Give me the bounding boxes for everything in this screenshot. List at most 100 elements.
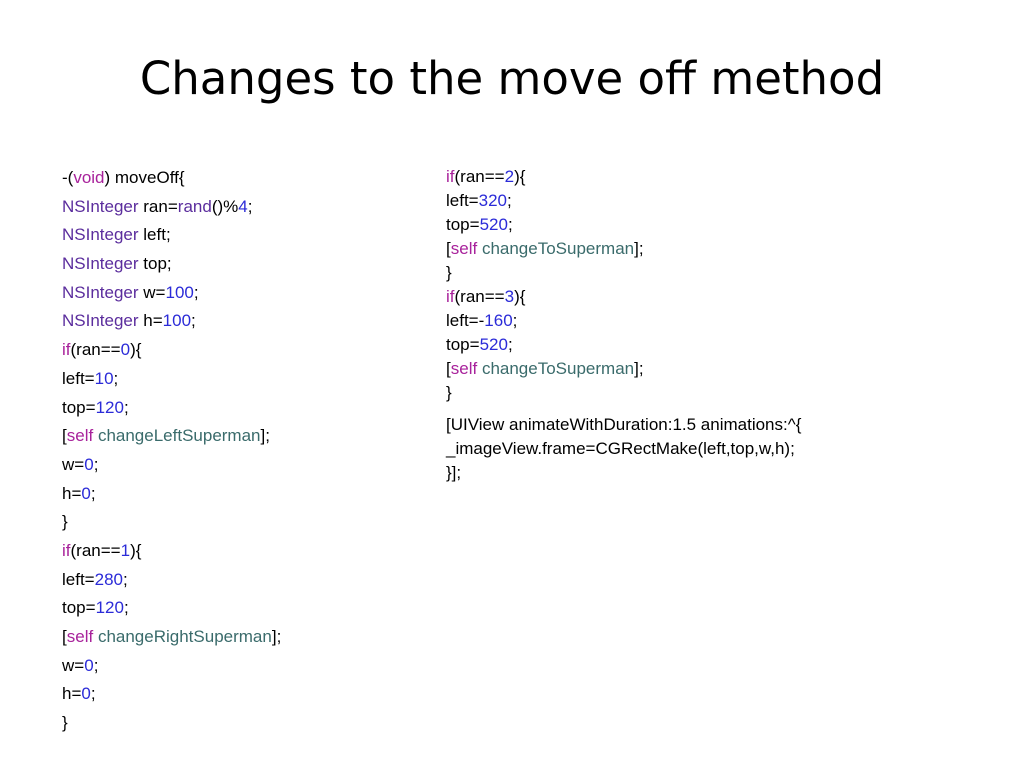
code-token: } bbox=[446, 383, 452, 402]
code-token: NSInteger bbox=[62, 282, 139, 302]
code-token: 0 bbox=[120, 340, 131, 360]
code-token: changeToSuperman bbox=[481, 239, 635, 258]
code-line: NSInteger w=100; bbox=[62, 279, 281, 308]
code-line: top=120; bbox=[62, 594, 281, 623]
code-token: 10 bbox=[94, 368, 114, 388]
code-token: (ran== bbox=[454, 287, 505, 306]
code-token: (ran== bbox=[454, 167, 505, 186]
code-token: [ bbox=[446, 239, 451, 258]
code-line: top=520; bbox=[446, 213, 801, 237]
code-line: h=0; bbox=[62, 480, 281, 509]
code-token: [ bbox=[446, 359, 451, 378]
code-token: 100 bbox=[162, 311, 192, 331]
code-token: w= bbox=[62, 655, 85, 675]
code-line: if(ran==3){ bbox=[446, 285, 801, 309]
code-line: NSInteger left; bbox=[62, 221, 281, 250]
code-token: ){ bbox=[514, 167, 526, 186]
code-token: 2 bbox=[504, 167, 515, 186]
code-line: NSInteger ran=rand()%4; bbox=[62, 193, 281, 222]
code-token: changeRightSuperman bbox=[97, 627, 272, 646]
code-line: left=10; bbox=[62, 365, 281, 394]
code-token: ; bbox=[90, 684, 96, 704]
code-token: ; bbox=[191, 311, 196, 331]
code-token: h= bbox=[62, 483, 82, 503]
code-token: left= bbox=[446, 191, 479, 210]
code-token: changeToSuperman bbox=[481, 359, 635, 378]
code-token: (ran== bbox=[70, 540, 121, 560]
code-token: ; bbox=[507, 215, 513, 234]
code-token: 280 bbox=[94, 569, 123, 589]
code-line: [self changeToSuperman]; bbox=[446, 357, 801, 381]
code-token: top= bbox=[62, 397, 96, 417]
code-token: ]; bbox=[260, 426, 270, 446]
code-token: 0 bbox=[84, 655, 94, 675]
code-token: if bbox=[446, 287, 455, 306]
code-token: ; bbox=[93, 454, 99, 474]
code-token: left=- bbox=[446, 311, 485, 330]
code-line: w=0; bbox=[62, 652, 281, 681]
code-token: self bbox=[450, 359, 478, 378]
code-token: 520 bbox=[479, 215, 508, 234]
code-token: self bbox=[66, 426, 94, 446]
code-token: ; bbox=[193, 282, 199, 302]
code-line: left=320; bbox=[446, 189, 801, 213]
code-token: w= bbox=[138, 282, 166, 302]
code-token: ()% bbox=[211, 196, 239, 216]
code-token: ; bbox=[507, 335, 513, 354]
code-token: ; bbox=[122, 569, 128, 589]
code-line: NSInteger h=100; bbox=[62, 307, 281, 336]
code-token: ; bbox=[247, 196, 253, 216]
code-token: ]; bbox=[634, 239, 644, 258]
code-token: ; bbox=[123, 397, 129, 417]
code-token: NSInteger bbox=[62, 196, 139, 216]
code-token: top; bbox=[138, 254, 172, 274]
code-token: top= bbox=[62, 598, 96, 618]
code-line: [self changeToSuperman]; bbox=[446, 237, 801, 261]
code-token: } bbox=[62, 512, 68, 532]
code-token: [ bbox=[62, 426, 67, 446]
code-line: [UIView animateWithDuration:1.5 animatio… bbox=[446, 413, 801, 437]
slide-title: Changes to the move off method bbox=[139, 52, 885, 105]
code-token: _imageView.frame=CGRectMake(left,top,w,h… bbox=[446, 439, 795, 458]
code-token: h= bbox=[62, 684, 82, 704]
code-line: }]; bbox=[446, 461, 801, 485]
code-token: h= bbox=[138, 311, 163, 331]
code-line: [self changeRightSuperman]; bbox=[62, 623, 281, 652]
code-token: self bbox=[450, 239, 478, 258]
code-line: if(ran==0){ bbox=[62, 336, 281, 365]
code-token: 4 bbox=[238, 196, 248, 216]
code-line: left=280; bbox=[62, 566, 281, 595]
code-token: rand bbox=[177, 196, 212, 216]
code-token: w= bbox=[62, 454, 85, 474]
code-line: _imageView.frame=CGRectMake(left,top,w,h… bbox=[446, 437, 801, 461]
code-token: if bbox=[446, 167, 455, 186]
code-token: } bbox=[62, 713, 68, 733]
code-token: 1 bbox=[120, 540, 131, 560]
code-token: if bbox=[62, 340, 71, 360]
code-line: if(ran==1){ bbox=[62, 537, 281, 566]
code-token: 160 bbox=[484, 311, 513, 330]
code-line: if(ran==2){ bbox=[446, 165, 801, 189]
code-token: ){ bbox=[514, 287, 526, 306]
code-line: } bbox=[62, 508, 281, 537]
code-token: 0 bbox=[81, 483, 91, 503]
code-token: ; bbox=[90, 483, 96, 503]
code-token: ){ bbox=[130, 540, 142, 560]
code-token: top= bbox=[446, 215, 480, 234]
code-token: 3 bbox=[504, 287, 515, 306]
code-token: top= bbox=[446, 335, 480, 354]
code-token: 0 bbox=[81, 684, 91, 704]
code-token: NSInteger bbox=[62, 254, 139, 274]
code-token: changeLeftSuperman bbox=[97, 426, 261, 446]
code-token: 0 bbox=[84, 454, 94, 474]
code-line: w=0; bbox=[62, 451, 281, 480]
code-token: left; bbox=[138, 225, 171, 245]
code-token: } bbox=[446, 263, 452, 282]
code-token: void bbox=[73, 168, 105, 187]
code-line: NSInteger top; bbox=[62, 250, 281, 279]
code-line: -(void) moveOff{ bbox=[62, 164, 281, 193]
code-blank-line bbox=[446, 405, 801, 413]
code-block-left: -(void) moveOff{NSInteger ran=rand()%4;N… bbox=[62, 164, 281, 738]
code-token: 120 bbox=[95, 397, 124, 417]
